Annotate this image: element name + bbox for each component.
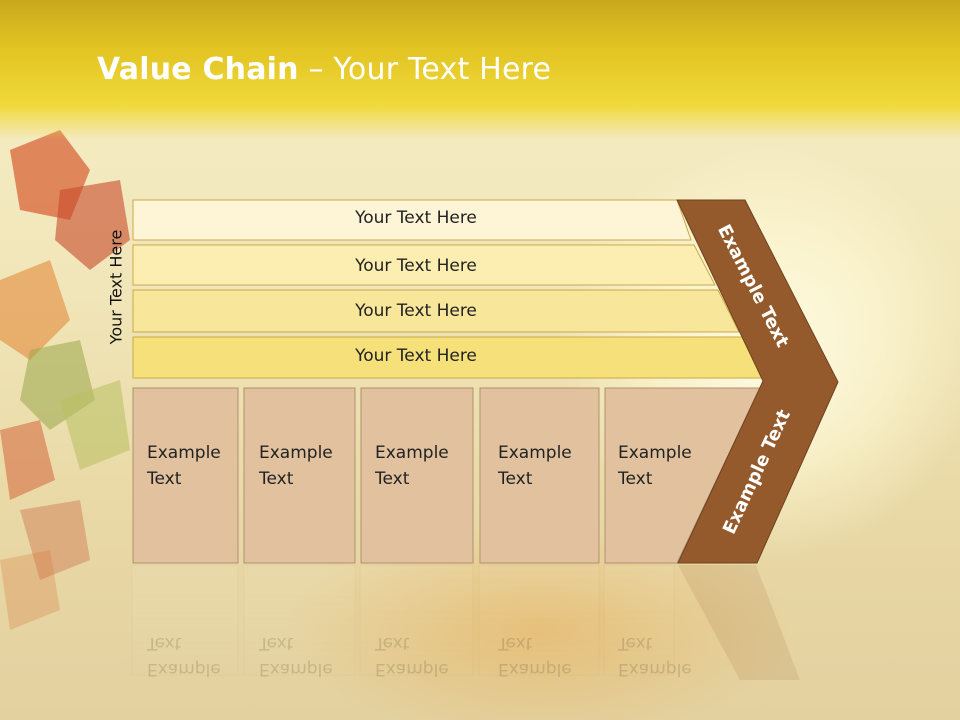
box-2-reflection: Example Text [259,633,333,679]
bar-4-label: Your Text Here [355,346,477,366]
slide-title: Value Chain – Your Text Here [97,52,551,87]
bar-2 [132,244,716,286]
bar-2-label: Your Text Here [355,256,477,276]
box-1-label: Example Text [147,443,221,489]
title-bold: Value Chain [97,52,299,87]
box-3-label: Example Text [375,443,449,489]
box-2-label: Example Text [259,443,333,489]
bar-1-label: Your Text Here [355,208,477,228]
box-4-reflection: Example Text [498,633,572,679]
box-5-label: Example Text [618,443,692,489]
diagram-reflection [131,564,800,680]
box-3 [360,387,474,564]
box-5-reflection: Example Text [618,633,692,679]
box-2 [243,387,356,564]
box-5 [604,387,761,564]
bar-3-label: Your Text Here [355,301,477,321]
title-bar: Value Chain – Your Text Here [0,0,960,140]
title-rest: – Your Text Here [298,52,552,87]
box-4-label: Example Text [498,443,572,489]
box-4 [479,387,600,564]
box-1-reflection: Example Text [147,633,221,679]
box-3-reflection: Example Text [375,633,449,679]
bar-1 [132,199,692,241]
chevron-arrow [676,199,839,564]
box-1 [132,387,239,564]
autumn-leaves-decoration [0,130,130,630]
bar-3 [132,289,740,333]
